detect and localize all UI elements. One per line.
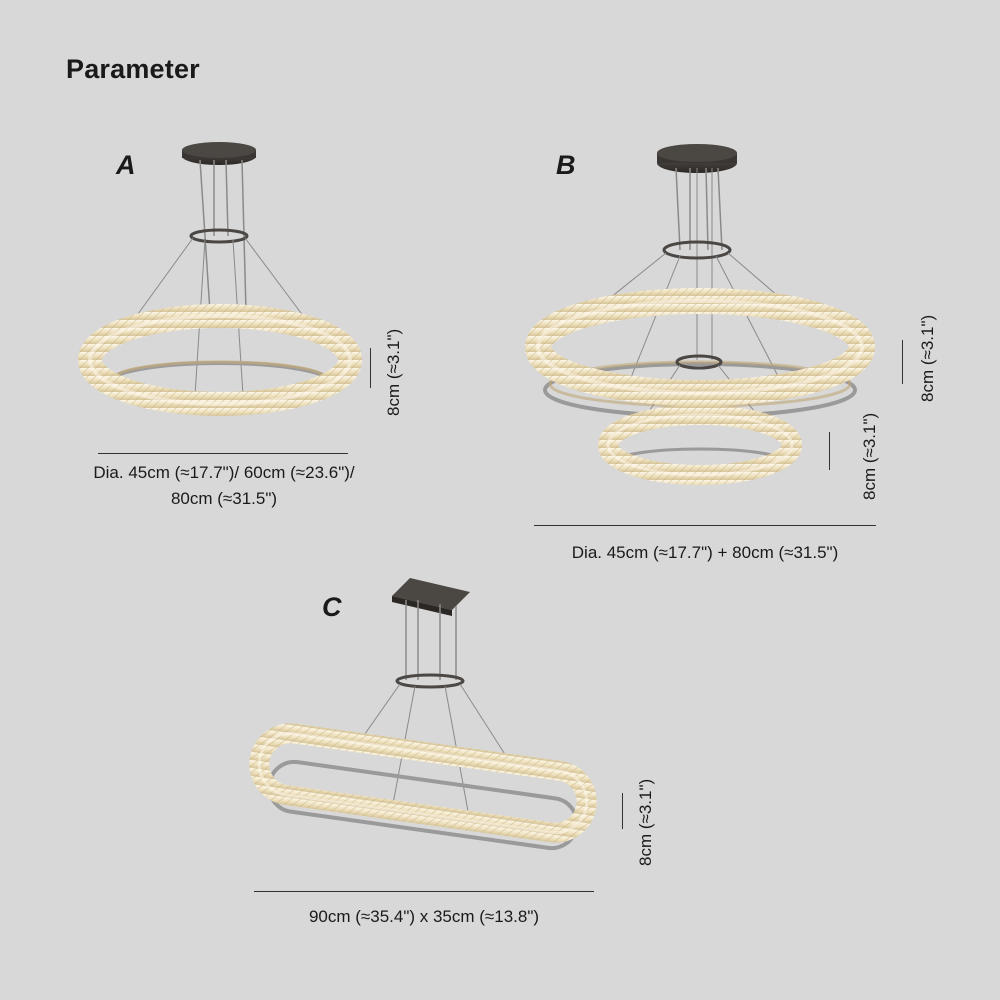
height-line-a <box>370 348 371 388</box>
height-label-b-upper: 8cm (≈3.1") <box>918 314 937 402</box>
diameter-line-b <box>534 525 876 526</box>
page-title: Parameter <box>66 54 200 84</box>
variant-label-b: B <box>556 150 576 180</box>
height-label-c: 8cm (≈3.1") <box>636 778 655 866</box>
height-label-a: 8cm (≈3.1") <box>384 328 403 416</box>
size-line-c <box>254 891 594 892</box>
diameter-line-a <box>98 453 348 454</box>
diameter-label-b: Dia. 45cm (≈17.7") + 80cm (≈31.5") <box>571 543 839 562</box>
diameter-label-a-line2: 80cm (≈31.5") <box>170 489 278 508</box>
height-line-b-upper <box>902 340 903 384</box>
height-line-c <box>622 793 623 829</box>
variant-label-a: A <box>116 150 136 180</box>
chandelier-b <box>525 144 875 485</box>
variant-label-c: C <box>322 592 342 622</box>
chandelier-c <box>249 578 597 851</box>
size-label-c: 90cm (≈35.4") x 35cm (≈13.8") <box>308 907 540 926</box>
diameter-label-a-line1: Dia. 45cm (≈17.7")/ 60cm (≈23.6")/ <box>93 463 355 482</box>
height-label-b-lower: 8cm (≈3.1") <box>860 412 879 500</box>
chandelier-a <box>78 142 362 416</box>
height-line-b-lower <box>829 432 830 470</box>
